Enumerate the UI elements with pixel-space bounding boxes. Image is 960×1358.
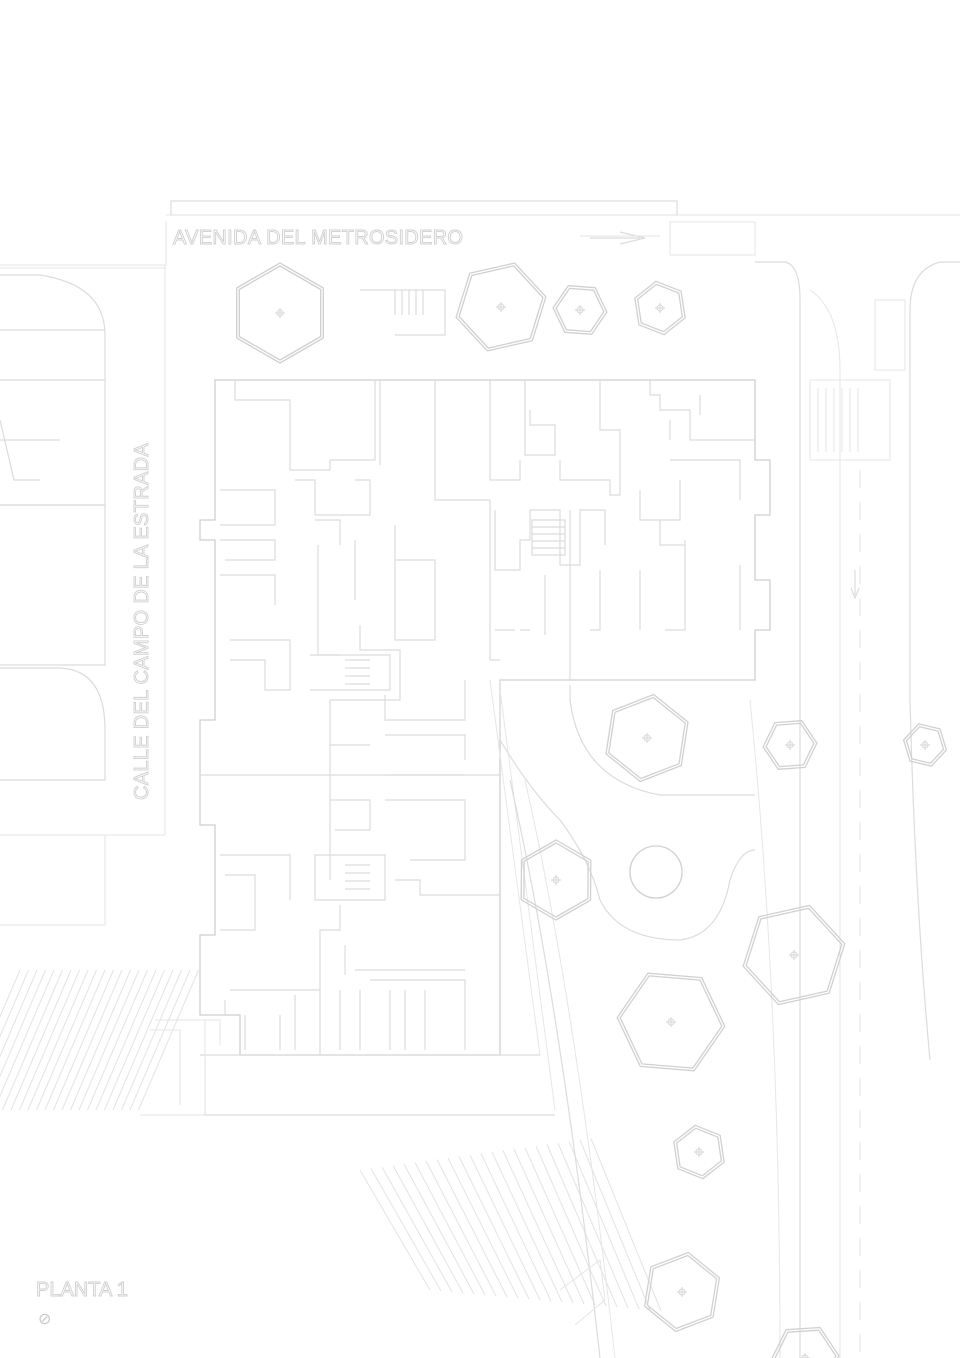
- street-label-north: AVENIDA DEL METROSIDERO: [173, 227, 463, 249]
- south-edge: [140, 1019, 606, 1326]
- courtyard: [489, 679, 756, 1358]
- tree-11: [673, 1124, 725, 1180]
- street-label-west: CALLE DEL CAMPO DE LA ESTRADA: [131, 443, 153, 800]
- tree-10: [616, 972, 726, 1072]
- tree-6: [762, 720, 818, 770]
- tree-2: [455, 262, 547, 352]
- tree-7: [902, 723, 948, 767]
- north-arrow-icon: ⊘: [38, 1309, 51, 1328]
- tree-9: [742, 904, 846, 1006]
- tree-4: [634, 280, 686, 336]
- hatch-south: [359, 1138, 662, 1312]
- west-block: [0, 265, 166, 926]
- tree-3: [552, 285, 608, 335]
- east-road: [749, 261, 960, 1358]
- plan-title: PLANTA 1: [36, 1279, 128, 1301]
- tree-5: [605, 693, 689, 783]
- hatch-west: [0, 969, 199, 1111]
- tree-13: [771, 1326, 840, 1358]
- tree-1: [236, 262, 324, 364]
- building-floorplan: [199, 289, 771, 1056]
- tree-8: [520, 839, 592, 921]
- tree-12: [643, 1251, 721, 1333]
- avenue-band: [0, 200, 960, 269]
- trees: [236, 262, 948, 1358]
- stairs: [345, 289, 566, 890]
